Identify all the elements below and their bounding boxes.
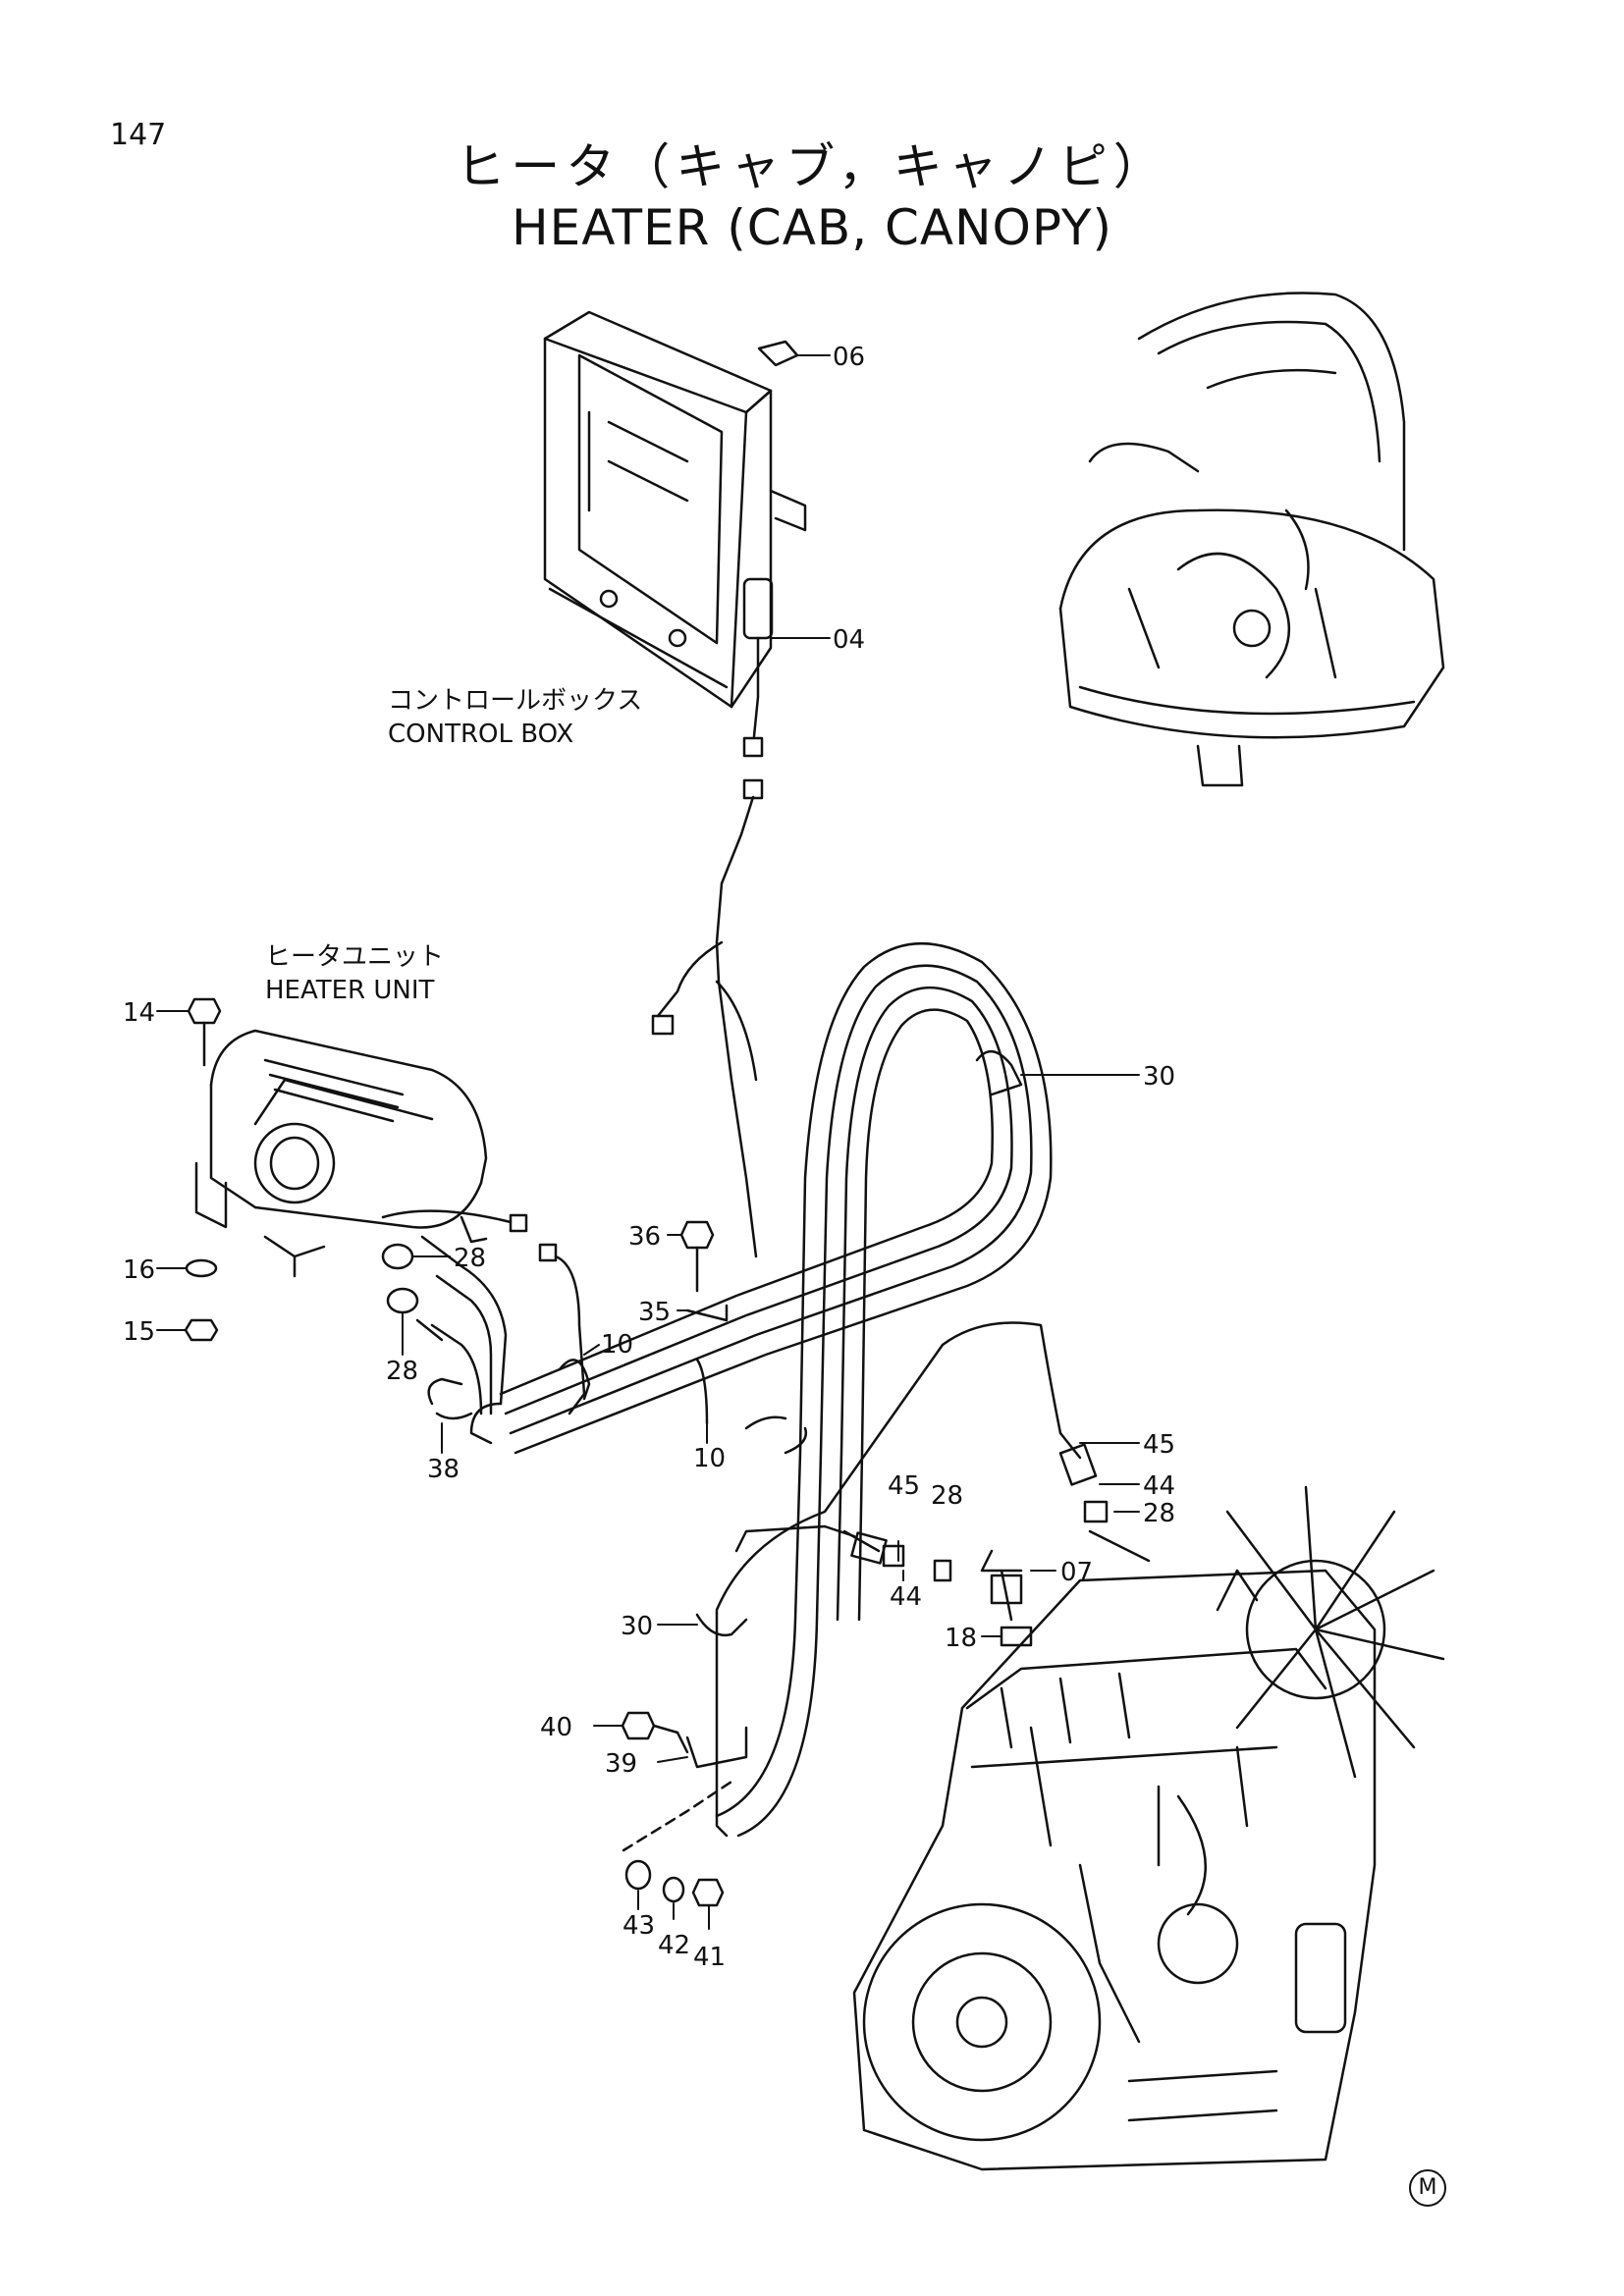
callout-40: 40 [540,1713,572,1742]
caption-heater-unit-jp: ヒータユニット [265,942,444,972]
title-japanese: ヒータ（キャブ，キャノピ） [456,138,1168,195]
part-42-washer-drawing [662,1876,685,1903]
part-43-washer-drawing [624,1859,652,1891]
callout-06: 06 [833,343,865,372]
callout-35: 35 [638,1298,671,1327]
callout-28-c: 28 [931,1481,963,1511]
title-english: HEATER (CAB, CANOPY) [512,199,1112,256]
callout-14: 14 [123,998,155,1028]
caption-control-box-jp: コントロールボックス [388,686,642,716]
callout-16: 16 [123,1255,155,1285]
callout-30-lower: 30 [621,1612,653,1641]
part-15-nut-drawing [184,1318,219,1342]
callout-18: 18 [945,1624,977,1653]
callout-04: 04 [833,625,865,655]
part-16-washer-drawing [185,1258,218,1278]
callout-07: 07 [1060,1558,1093,1587]
part-36-bolt-drawing [679,1220,715,1293]
callout-45-right: 45 [1143,1430,1175,1460]
callout-28-a: 28 [454,1244,486,1273]
m-mark: M [1409,2169,1446,2207]
callout-41: 41 [693,1943,726,1972]
callout-45-center: 45 [888,1471,920,1501]
callout-44-center: 44 [890,1582,922,1612]
leader-lines [156,354,1140,1930]
control-box-drawing [543,310,807,800]
engine-drawing [852,1485,1445,2171]
callout-39: 39 [605,1749,637,1779]
caption-control-box-en: CONTROL BOX [388,720,573,749]
callout-28-d: 28 [1143,1499,1175,1528]
part-14-bolt-drawing [187,997,222,1067]
callout-38: 38 [427,1455,460,1484]
callout-28-b: 28 [386,1357,418,1386]
callout-43: 43 [623,1911,655,1941]
page-number: 147 [110,118,167,152]
title-block: ヒータ（キャブ，キャノピ） HEATER (CAB, CANOPY) [0,137,1624,259]
callout-15: 15 [123,1317,155,1347]
callout-30-upper: 30 [1143,1062,1175,1092]
callout-36: 36 [628,1222,661,1252]
caption-heater-unit-en: HEATER UNIT [265,976,435,1005]
excavator-drawing [1058,292,1445,787]
part-38-clip-drawing [427,1377,473,1420]
callout-44-right: 44 [1143,1471,1175,1501]
part-28-clamp-drawing [381,1243,419,1314]
heater-unit-drawing [194,1029,488,1278]
part-41-nut-drawing [691,1878,725,1907]
callout-10-a: 10 [601,1330,633,1360]
callout-42: 42 [658,1931,690,1960]
callout-10-b: 10 [693,1444,726,1473]
part-40-bolt-drawing [621,1711,689,1754]
